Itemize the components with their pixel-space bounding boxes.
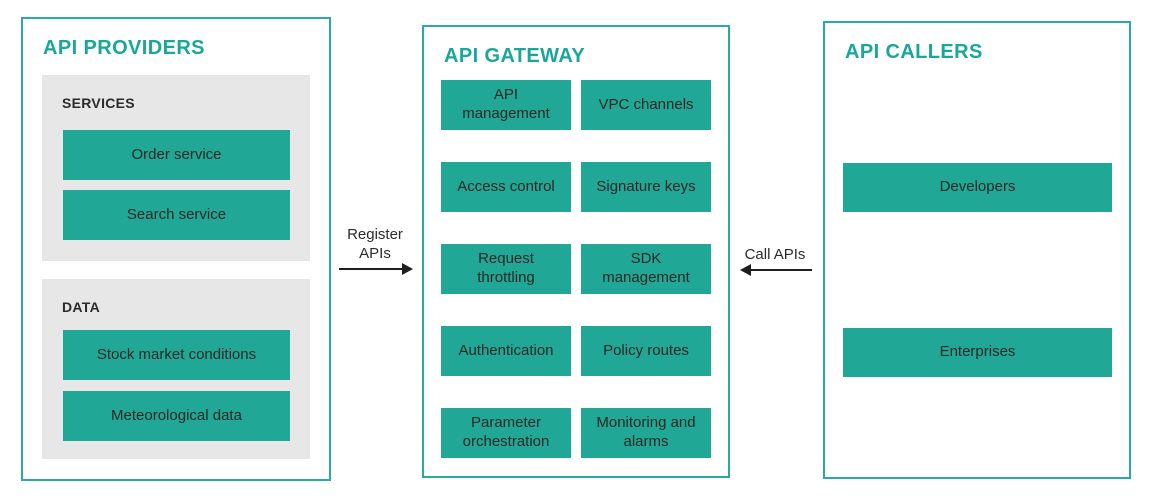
- data-group: DATA Stock market conditions Meteorologi…: [42, 279, 310, 459]
- call-apis-label: Call APIs: [744, 246, 806, 263]
- left-arrowhead-icon: [740, 264, 751, 276]
- signature-keys-node: Signature keys: [581, 162, 711, 212]
- api-callers-title: API CALLERS: [845, 41, 983, 63]
- order-service-node: Order service: [63, 130, 290, 180]
- sdk-management-node: SDK management: [581, 244, 711, 294]
- call-apis-arrow-line: [750, 269, 812, 271]
- authentication-node: Authentication: [441, 326, 571, 376]
- request-throttling-node: Request throttling: [441, 244, 571, 294]
- developers-node: Developers: [843, 163, 1112, 212]
- register-apis-label: Register APIs: [347, 226, 403, 262]
- vpc-channels-node: VPC channels: [581, 80, 711, 130]
- api-gateway-panel: API GATEWAY API management VPC channels …: [422, 25, 730, 478]
- stock-market-conditions-node: Stock market conditions: [63, 330, 290, 380]
- api-providers-panel: API PROVIDERS SERVICES Order service Sea…: [21, 17, 331, 481]
- api-callers-panel: API CALLERS Developers Enterprises: [823, 21, 1131, 479]
- right-arrowhead-icon: [402, 263, 413, 275]
- enterprises-node: Enterprises: [843, 328, 1112, 377]
- meteorological-data-node: Meteorological data: [63, 391, 290, 441]
- parameter-orchestration-node: Parameter orchestration: [441, 408, 571, 458]
- access-control-node: Access control: [441, 162, 571, 212]
- monitoring-and-alarms-node: Monitoring and alarms: [581, 408, 711, 458]
- services-group: SERVICES Order service Search service: [42, 75, 310, 261]
- call-apis-arrow: [740, 264, 812, 276]
- gateway-feature-grid: API management VPC channels Access contr…: [441, 80, 711, 458]
- services-group-label: SERVICES: [62, 95, 135, 111]
- api-gateway-title: API GATEWAY: [444, 45, 586, 67]
- api-providers-title: API PROVIDERS: [43, 37, 205, 59]
- policy-routes-node: Policy routes: [581, 326, 711, 376]
- register-apis-arrow-line: [339, 268, 403, 270]
- register-apis-arrow: [339, 263, 413, 275]
- data-group-label: DATA: [62, 299, 101, 315]
- search-service-node: Search service: [63, 190, 290, 240]
- api-management-node: API management: [441, 80, 571, 130]
